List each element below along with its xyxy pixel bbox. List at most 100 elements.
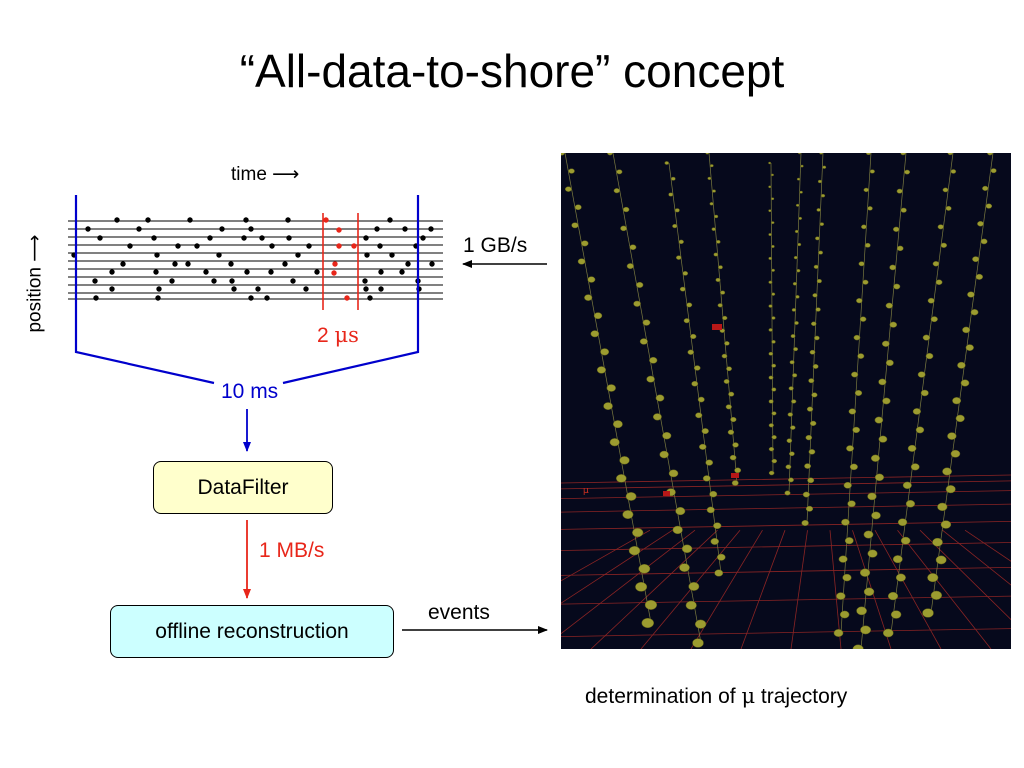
grid-line <box>919 529 1011 621</box>
hit-dot <box>420 235 426 241</box>
optical-module <box>628 546 641 556</box>
optical-module <box>771 363 777 368</box>
hit-dot <box>248 226 254 232</box>
optical-module <box>942 187 949 193</box>
optical-module <box>771 458 778 464</box>
optical-module <box>731 480 739 486</box>
optical-module <box>771 268 775 272</box>
optical-module <box>972 256 980 263</box>
hit-dot <box>207 235 213 241</box>
optical-module <box>584 294 593 301</box>
optical-module <box>619 456 630 465</box>
hit-dot <box>194 243 200 249</box>
optical-module <box>768 351 774 356</box>
optical-module <box>955 414 965 423</box>
optical-module <box>900 153 906 156</box>
optical-module <box>927 573 939 583</box>
optical-module <box>590 330 600 338</box>
hit-dot <box>109 286 115 292</box>
optical-module <box>859 316 867 322</box>
optical-module <box>867 492 877 501</box>
optical-module <box>768 399 774 404</box>
hit-dot <box>306 243 312 249</box>
hit-dot <box>344 295 350 301</box>
optical-module <box>662 432 672 440</box>
optical-module <box>639 338 648 345</box>
optical-module <box>922 334 931 341</box>
optical-module <box>768 185 772 189</box>
hit-dot <box>363 286 369 292</box>
optical-module <box>606 384 616 392</box>
optical-module <box>768 328 773 332</box>
optical-module <box>932 261 940 267</box>
optical-module <box>664 161 669 165</box>
grid-line <box>561 529 673 604</box>
grid-line <box>561 474 1011 484</box>
hit-dot <box>282 261 288 267</box>
optical-module <box>846 445 854 452</box>
optical-module <box>793 347 798 352</box>
optical-module <box>871 511 881 520</box>
grid-line <box>561 521 1011 530</box>
caption-prefix: determination of <box>585 685 742 708</box>
optical-module <box>965 344 974 351</box>
optical-module <box>937 224 944 230</box>
hit-dot <box>248 295 254 301</box>
optical-module <box>952 397 962 405</box>
optical-module <box>568 168 575 174</box>
hit-dot <box>378 269 384 275</box>
optical-module <box>796 177 801 181</box>
optical-module <box>793 255 798 260</box>
hit-dot <box>153 269 159 275</box>
optical-module <box>977 221 984 227</box>
output-rate-label: 1 MB/s <box>259 539 325 562</box>
optical-module <box>705 153 710 155</box>
optical-module <box>874 416 884 424</box>
optical-module <box>707 176 712 180</box>
grid-line <box>942 529 1011 586</box>
optical-module <box>910 463 920 471</box>
optical-module <box>869 169 875 174</box>
optical-module <box>957 361 966 369</box>
optical-module <box>786 438 793 443</box>
optical-module <box>882 628 894 638</box>
optical-module <box>960 379 970 387</box>
hit-dot <box>303 286 309 292</box>
optical-module <box>681 544 693 553</box>
grid-line <box>561 480 1011 490</box>
hit-dot <box>331 270 337 276</box>
optical-module <box>815 307 821 312</box>
hit-dot <box>203 269 209 275</box>
detector-strings <box>561 153 997 649</box>
optical-module <box>791 399 797 404</box>
optical-module <box>797 153 802 155</box>
slide-title: “All-data-to-shore” concept <box>239 45 785 97</box>
hit-dot <box>172 261 178 267</box>
hit-dot <box>155 295 161 301</box>
optical-module <box>889 321 898 328</box>
optical-module <box>771 244 775 248</box>
grid-line <box>964 529 1011 562</box>
hit-dot <box>378 286 384 292</box>
optical-module <box>571 222 579 229</box>
optical-module <box>859 568 871 577</box>
optical-module <box>672 223 678 229</box>
reconstruction-label: offline reconstruction <box>155 619 349 643</box>
caption-suffix: trajectory <box>755 685 848 708</box>
optical-module <box>794 321 799 325</box>
optical-module <box>789 360 795 365</box>
optical-module <box>836 592 846 600</box>
optical-module <box>937 502 948 511</box>
optical-module <box>785 464 792 470</box>
optical-module <box>851 371 859 378</box>
optical-module <box>799 190 803 194</box>
optical-module <box>930 590 943 600</box>
optical-module <box>852 426 861 434</box>
hit-dots <box>71 217 435 301</box>
optical-module <box>701 428 709 435</box>
optical-module <box>892 226 900 232</box>
optical-module <box>768 256 773 260</box>
optical-module <box>820 193 826 198</box>
caption-symbol: μ <box>741 684 756 708</box>
buffer-funnel <box>74 195 215 385</box>
